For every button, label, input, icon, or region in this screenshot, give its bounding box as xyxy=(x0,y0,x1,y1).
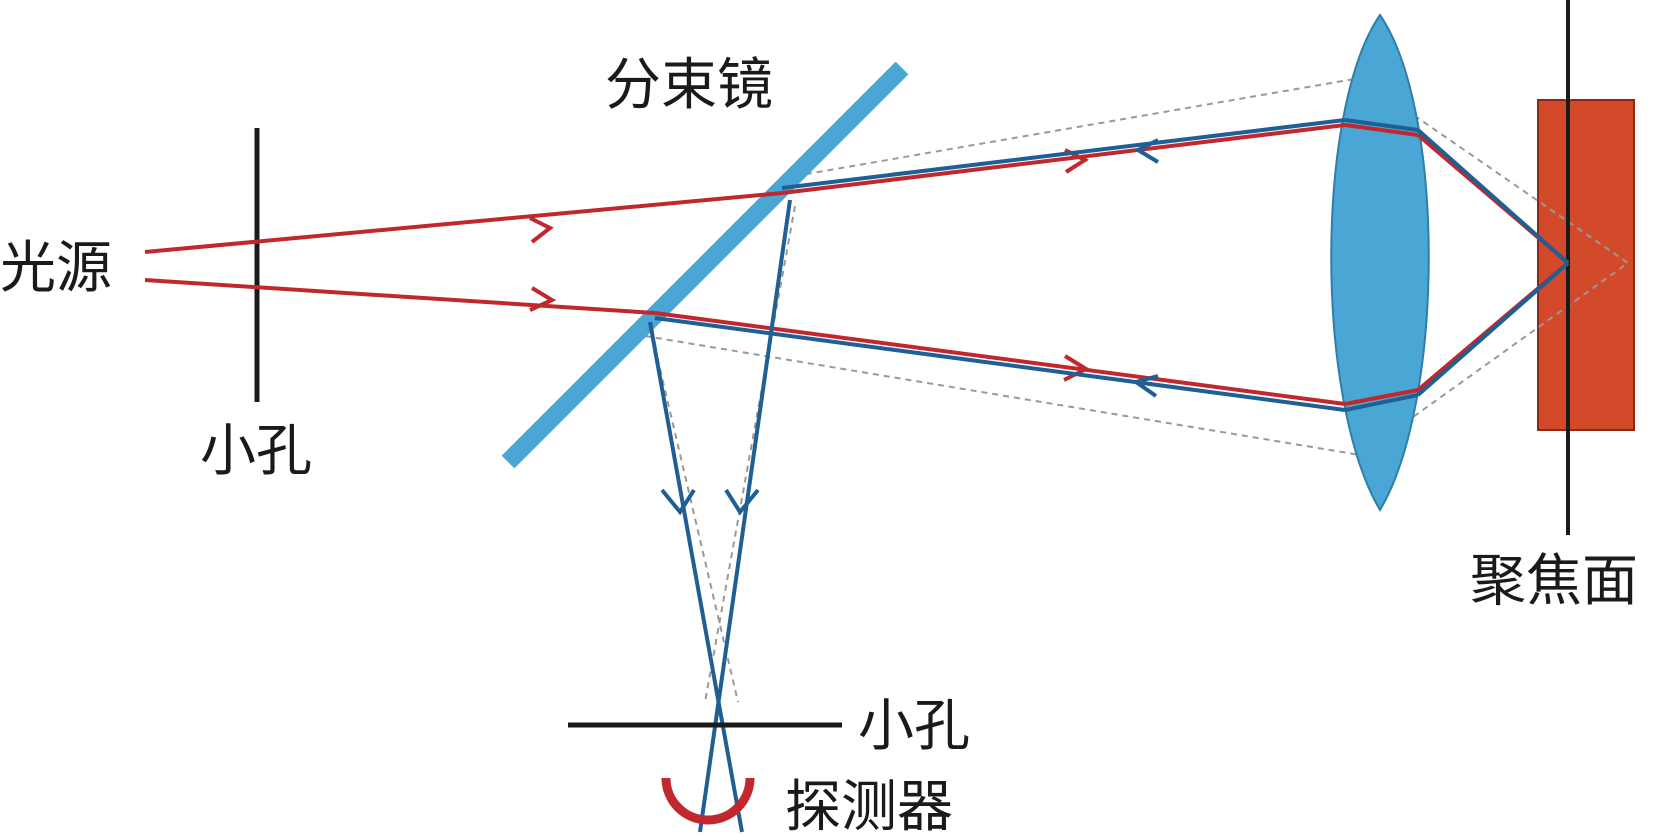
label-focal-plane: 聚焦面 xyxy=(1470,549,1638,614)
label-pinhole-2: 小孔 xyxy=(858,694,970,759)
label-light-source: 光源 xyxy=(0,236,112,301)
out-of-focus-rays xyxy=(644,77,1629,703)
label-pinhole-1: 小孔 xyxy=(200,419,312,484)
beam-splitter xyxy=(501,61,909,469)
lens xyxy=(1330,13,1430,512)
sample-block xyxy=(1537,99,1635,431)
label-detector: 探测器 xyxy=(785,775,953,835)
detection-beam xyxy=(648,118,1570,833)
detection-arrows xyxy=(660,138,1160,516)
label-beam-splitter: 分束镜 xyxy=(605,53,773,118)
detector xyxy=(661,777,755,825)
